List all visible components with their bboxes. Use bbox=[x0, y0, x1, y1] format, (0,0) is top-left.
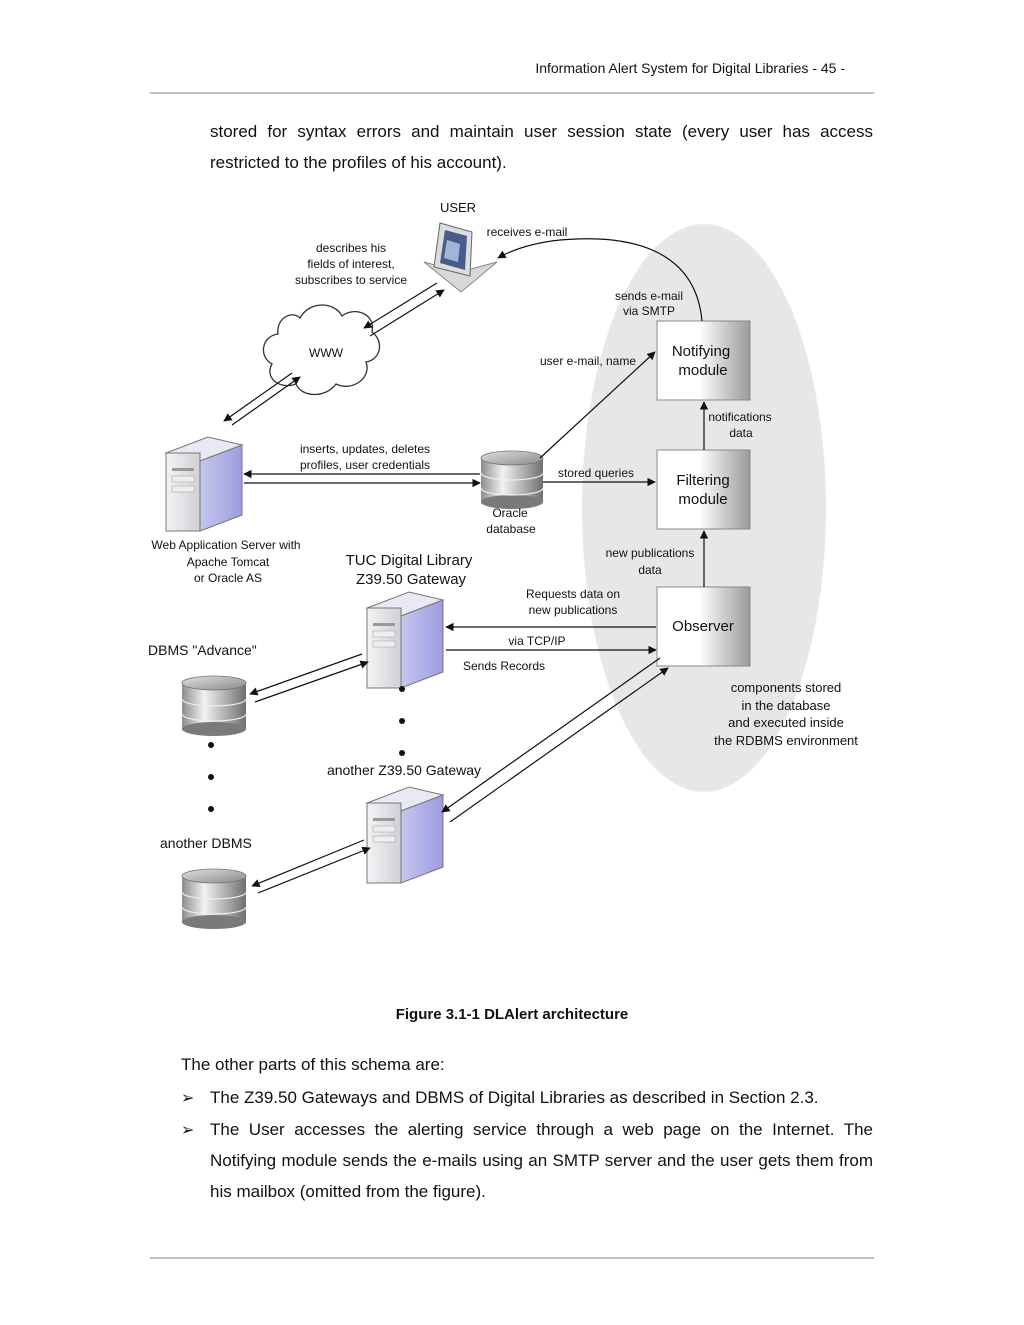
another-gateway-server-icon bbox=[365, 786, 445, 884]
describes-label-line1: describes his bbox=[316, 241, 386, 255]
header-rule bbox=[150, 92, 874, 94]
another-gateway-label: another Z39.50 Gateway bbox=[327, 762, 481, 778]
another-gateway-to-dbms-arrow bbox=[251, 839, 365, 888]
webserver-to-www-arrow bbox=[231, 376, 301, 426]
notifications-data-label-line2: data bbox=[729, 426, 753, 440]
notifying-module-box bbox=[656, 320, 751, 401]
requests-label-line2: new publications bbox=[529, 603, 618, 617]
sends-records-label: Sends Records bbox=[463, 659, 545, 673]
filtering-module-box bbox=[656, 449, 751, 530]
email-curve-arrow bbox=[497, 238, 703, 322]
another-dbms-icon bbox=[181, 868, 247, 929]
stored-queries-label: stored queries bbox=[558, 466, 634, 480]
oracle-label-line1: Oracle bbox=[492, 506, 528, 520]
dbms-advance-label: DBMS "Advance" bbox=[148, 642, 257, 658]
requests-label-line1: Requests data on bbox=[526, 587, 620, 601]
observer-label: Observer bbox=[672, 618, 734, 635]
user-email-name-label: user e-mail, name bbox=[540, 354, 636, 368]
www-cloud-icon bbox=[262, 304, 381, 396]
notifying-module-label-line2: module bbox=[678, 362, 727, 379]
filtering-module-label-line2: module bbox=[678, 491, 727, 508]
inserts-label-line1: inserts, updates, deletes bbox=[300, 442, 430, 456]
footer-rule bbox=[150, 1257, 874, 1259]
tuc-label-line1: TUC Digital Library bbox=[346, 552, 473, 569]
new-publications-label-line2: data bbox=[638, 563, 662, 577]
web-application-server-icon bbox=[164, 436, 244, 532]
inserts-label-line2: profiles, user credentials bbox=[300, 458, 430, 472]
db-to-notifying-arrow bbox=[539, 351, 656, 459]
another-dbms-label: another DBMS bbox=[160, 835, 252, 851]
tuc-label-line2: Z39.50 Gateway bbox=[356, 571, 467, 588]
running-header: Information Alert System for Digital Lib… bbox=[535, 60, 845, 76]
notifying-module-label-line1: Notifying bbox=[672, 343, 730, 360]
gateway-to-dbms-arrow bbox=[249, 653, 363, 696]
filtering-module-label-line1: Filtering bbox=[676, 472, 729, 489]
dbms-to-another-gateway-arrow bbox=[257, 846, 371, 894]
www-to-webserver-arrow bbox=[223, 372, 293, 422]
notifications-data-label-line1: notifications bbox=[708, 410, 771, 424]
ellipsis-dots bbox=[208, 686, 405, 812]
receives-email-label: receives e-mail bbox=[487, 225, 568, 239]
describes-label-line3: subscribes to service bbox=[295, 273, 407, 287]
sends-email-label-line1: sends e-mail bbox=[615, 289, 683, 303]
intro-paragraph: stored for syntax errors and maintain us… bbox=[210, 122, 873, 172]
www-to-user-arrow bbox=[369, 289, 445, 337]
bullet-item-1: The Z39.50 Gateways and DBMS of Digital … bbox=[210, 1088, 819, 1107]
lead-sentence: The other parts of this schema are: bbox=[181, 1055, 445, 1074]
components-label-line2: in the database bbox=[742, 698, 831, 713]
new-publications-label-line1: new publications bbox=[606, 546, 695, 560]
www-label: WWW bbox=[309, 346, 344, 360]
observer-to-another-gateway-arrow bbox=[441, 657, 661, 813]
components-label-line4: the RDBMS environment bbox=[714, 733, 858, 748]
tuc-gateway-server-icon bbox=[365, 591, 445, 689]
bullet-arrow-icon: ➢ bbox=[181, 1090, 195, 1107]
components-label-line1: components stored bbox=[731, 680, 842, 695]
oracle-label-line2: database bbox=[486, 522, 536, 536]
another-gateway-to-observer-arrow bbox=[449, 667, 669, 823]
dbms-to-gateway-arrow bbox=[254, 660, 369, 703]
describes-label-line2: fields of interest, bbox=[307, 257, 394, 271]
bullet-item-2: The User accesses the alerting service t… bbox=[210, 1120, 873, 1201]
dbms-advance-icon bbox=[181, 675, 247, 736]
sends-email-label-line2: via SMTP bbox=[623, 304, 675, 318]
webapp-label-line2: Apache Tomcat bbox=[187, 555, 270, 569]
user-label: USER bbox=[440, 200, 476, 215]
architecture-diagram: USER receives e-mail describes his field… bbox=[148, 200, 858, 929]
user-to-www-arrow bbox=[363, 282, 438, 329]
webapp-label-line1: Web Application Server with bbox=[151, 538, 300, 552]
webapp-label-line3: or Oracle AS bbox=[194, 571, 262, 585]
observer-box bbox=[656, 586, 751, 667]
user-computer-icon bbox=[423, 222, 498, 293]
via-tcp-label: via TCP/IP bbox=[508, 634, 565, 648]
components-label-line3: and executed inside bbox=[728, 715, 844, 730]
figure-caption: Figure 3.1-1 DLAlert architecture bbox=[395, 1006, 629, 1023]
oracle-database-icon bbox=[480, 450, 544, 509]
bullet-arrow-icon: ➢ bbox=[181, 1122, 195, 1139]
